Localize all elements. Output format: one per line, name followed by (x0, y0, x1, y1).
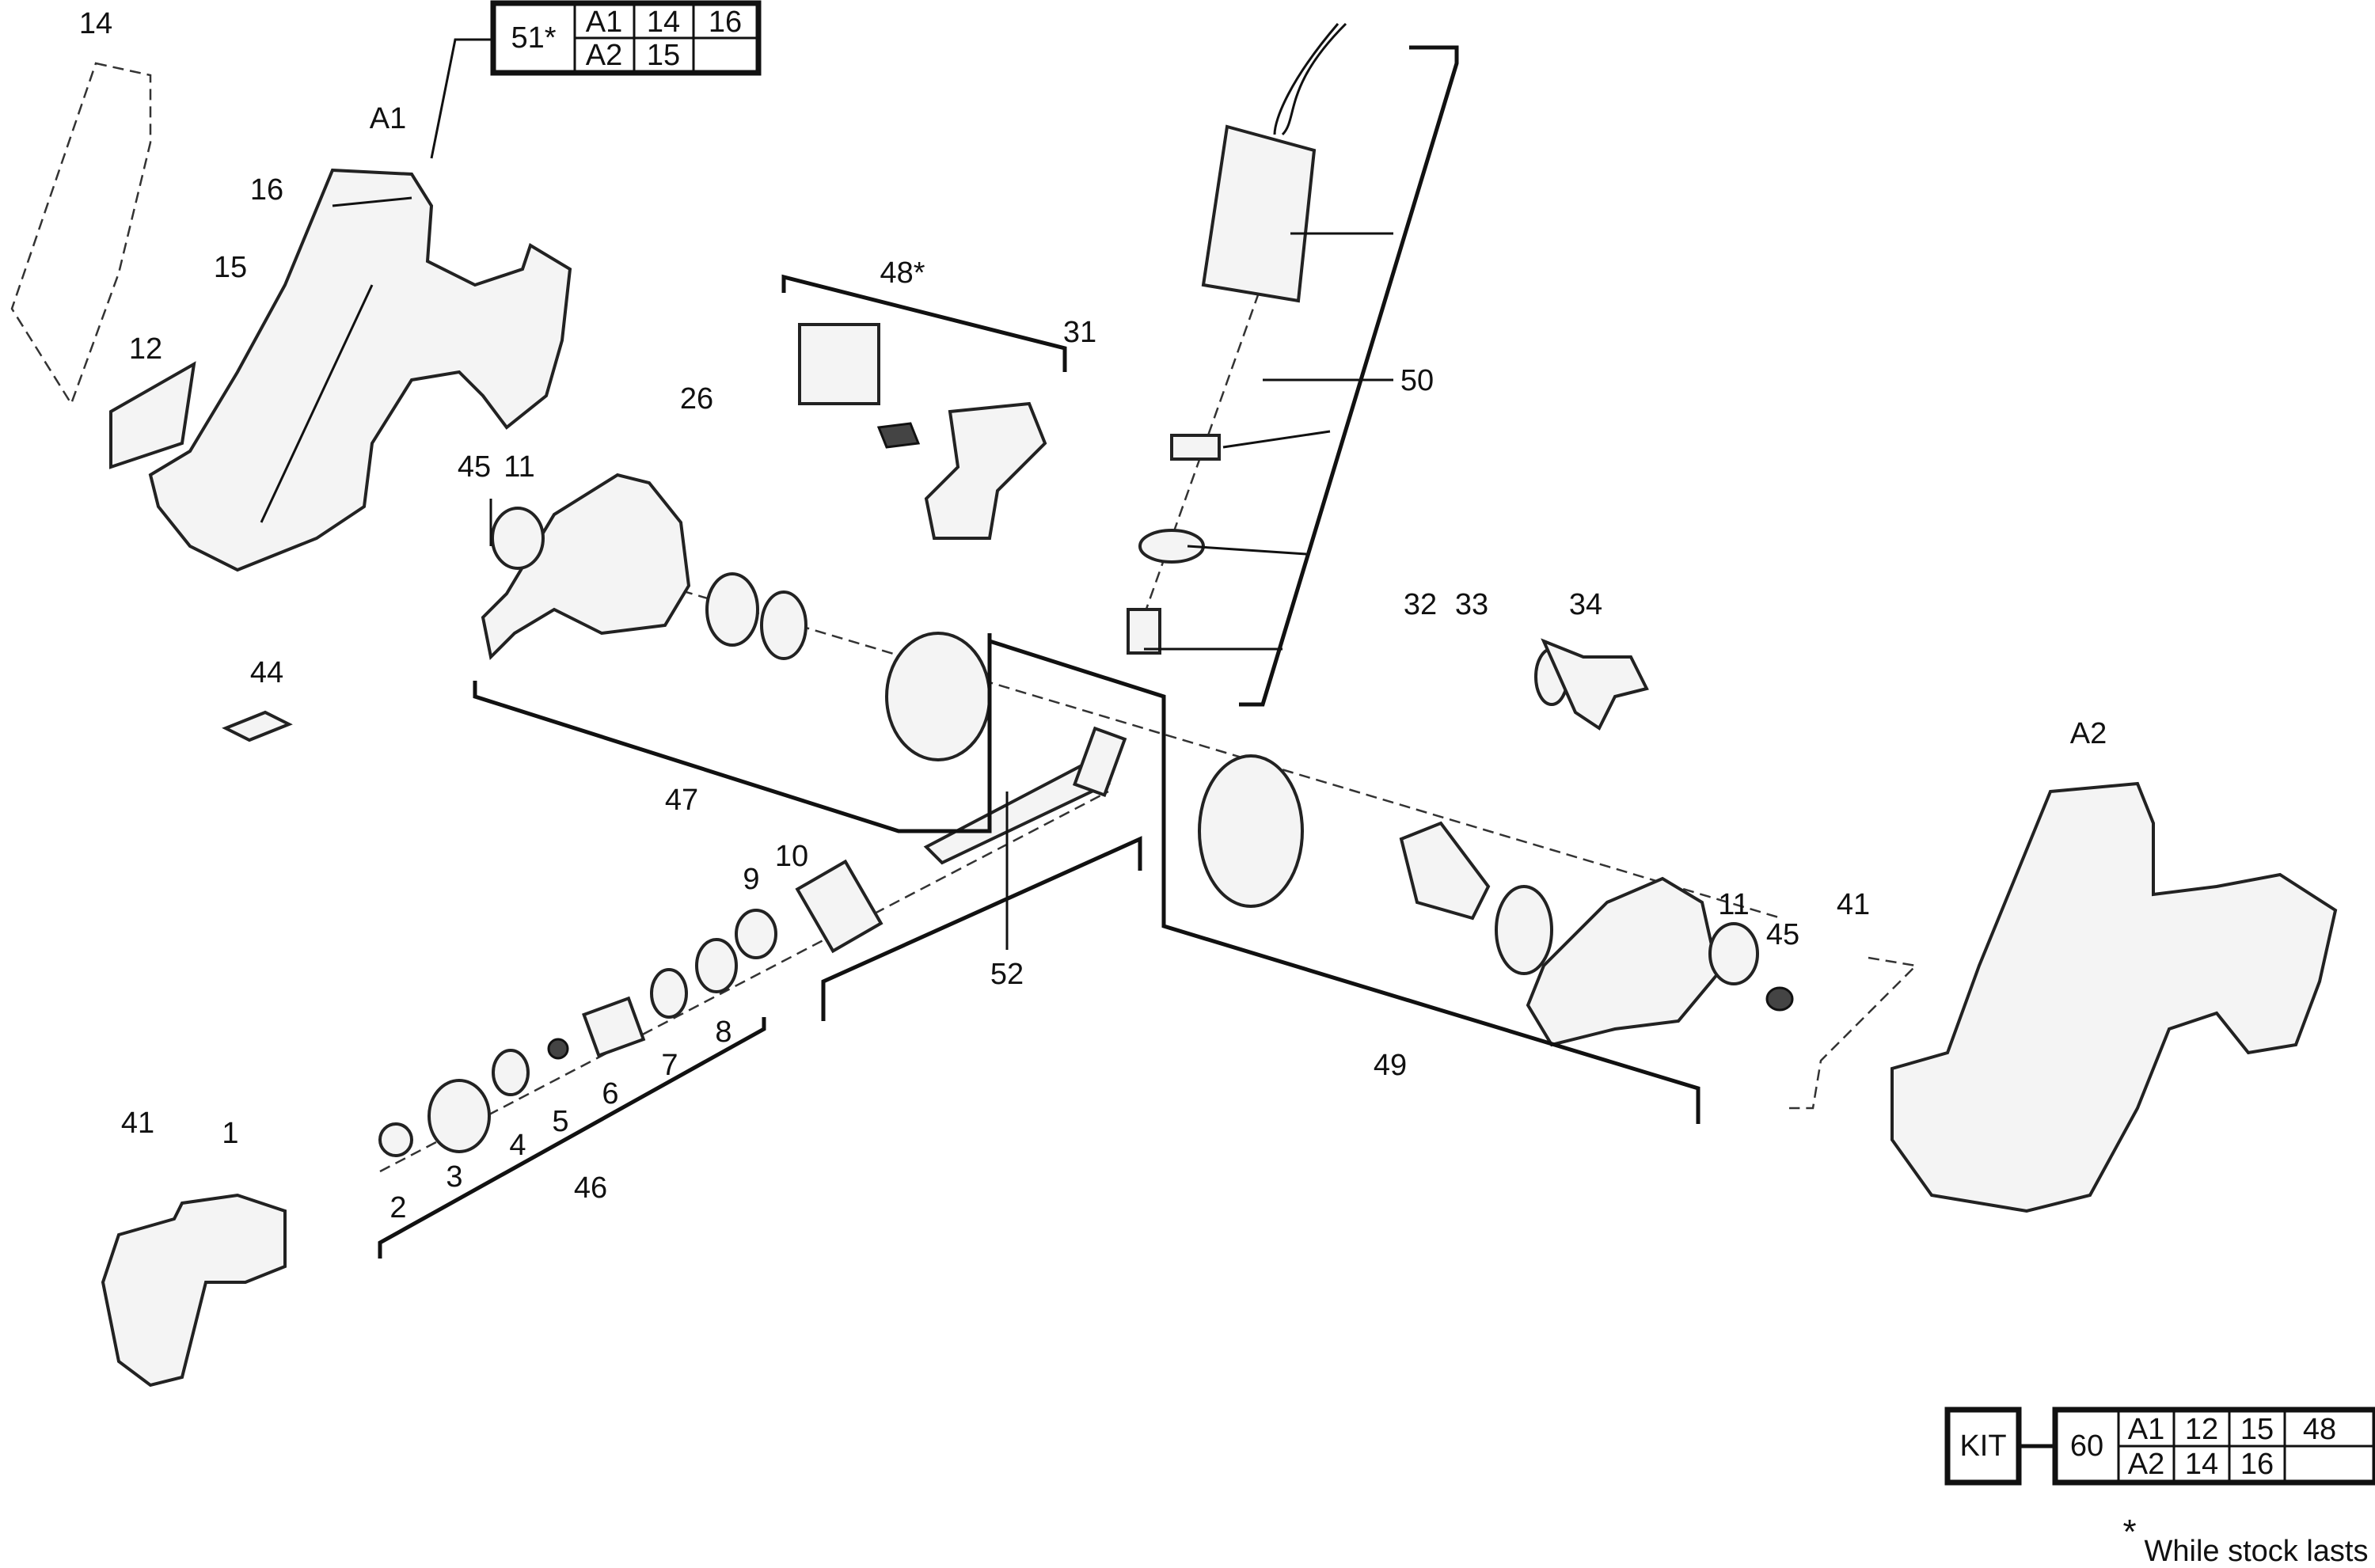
kit-cell: 16 (2240, 1448, 2274, 1481)
nose-cover (101, 1193, 287, 1388)
kit-table: KIT 60 A1 12 15 48 A2 14 16 (1944, 1407, 2375, 1486)
callout-52: 52 (990, 958, 1024, 991)
callout-8: 8 (715, 1016, 732, 1049)
table-51-cell: 15 (647, 39, 680, 72)
plunger-shaft (795, 726, 1127, 954)
callout-44: 44 (250, 656, 283, 689)
bracket-52 (821, 836, 1142, 1021)
footnote-text: While stock lasts (2145, 1535, 2369, 1568)
kit-cell: A1 (2128, 1413, 2164, 1446)
callout-3: 3 (446, 1160, 462, 1194)
callout-45-right: 45 (1766, 918, 1799, 951)
callout-47: 47 (665, 784, 698, 817)
callout-33: 33 (1455, 588, 1488, 621)
callout-A2: A2 (2070, 717, 2107, 750)
motor-axis (1130, 292, 1260, 650)
callout-A1: A1 (370, 102, 406, 135)
callout-9: 9 (743, 863, 759, 896)
table-51-cell: A2 (586, 39, 622, 72)
callout-6: 6 (602, 1077, 618, 1111)
bracket-50 (1239, 45, 1459, 707)
callout-48: 48* (880, 256, 925, 290)
callout-14: 14 (79, 7, 112, 40)
table-51-cell: 14 (647, 6, 680, 39)
kit-cell: 12 (2185, 1413, 2218, 1446)
callout-5: 5 (552, 1105, 568, 1138)
kit-id: 60 (2070, 1429, 2103, 1463)
callout-46: 46 (574, 1171, 607, 1205)
footnote-star: * (2122, 1513, 2136, 1551)
kit-cell: 14 (2185, 1448, 2218, 1481)
screw-chain-left (10, 62, 152, 406)
callout-45: 45 (458, 450, 491, 484)
motor (1127, 22, 1347, 655)
callout-34: 34 (1569, 588, 1602, 621)
leader-lines (430, 38, 1393, 950)
callout-1: 1 (222, 1117, 238, 1150)
callout-12: 12 (129, 332, 162, 366)
callout-41-right: 41 (1837, 888, 1870, 921)
table-51: 51* A1 14 16 A2 15 (490, 0, 762, 76)
kit-cell: A2 (2128, 1448, 2164, 1481)
kit-cell: 48 (2303, 1413, 2336, 1446)
callout-26: 26 (680, 382, 713, 416)
switch-assembly (798, 323, 1047, 540)
callout-49: 49 (1374, 1049, 1407, 1082)
table-51-id: 51* (511, 21, 556, 55)
gearcase-right (1198, 754, 1794, 1047)
callout-4: 4 (509, 1129, 526, 1162)
callout-11: 11 (504, 450, 534, 484)
callout-16: 16 (250, 173, 283, 207)
kit-cell: 15 (2240, 1413, 2274, 1446)
gearcase-left (481, 473, 991, 761)
front-components (109, 361, 1649, 1157)
front-axis (379, 790, 1109, 1173)
bracket-48 (781, 274, 1067, 372)
screw-chain-right (1789, 956, 1918, 1110)
kit-label: KIT (1959, 1429, 2006, 1463)
callout-10: 10 (775, 840, 808, 873)
callout-32: 32 (1404, 588, 1437, 621)
callout-31: 31 (1063, 316, 1096, 349)
callout-15: 15 (214, 251, 247, 284)
table-51-cell: 16 (709, 6, 742, 39)
assembly-axis (664, 584, 1782, 920)
callout-2: 2 (390, 1191, 406, 1224)
table-51-cell: A1 (586, 6, 622, 39)
bracket-49 (989, 639, 1700, 1124)
bracket-46 (378, 1017, 766, 1259)
housing-half-a1 (148, 168, 572, 572)
callout-41: 41 (121, 1107, 154, 1140)
callout-7: 7 (661, 1049, 678, 1082)
callout-50: 50 (1400, 364, 1434, 397)
bracket-47 (473, 633, 992, 833)
callout-11-right: 11 (1718, 888, 1749, 921)
housing-half-a2 (1890, 781, 2338, 1213)
